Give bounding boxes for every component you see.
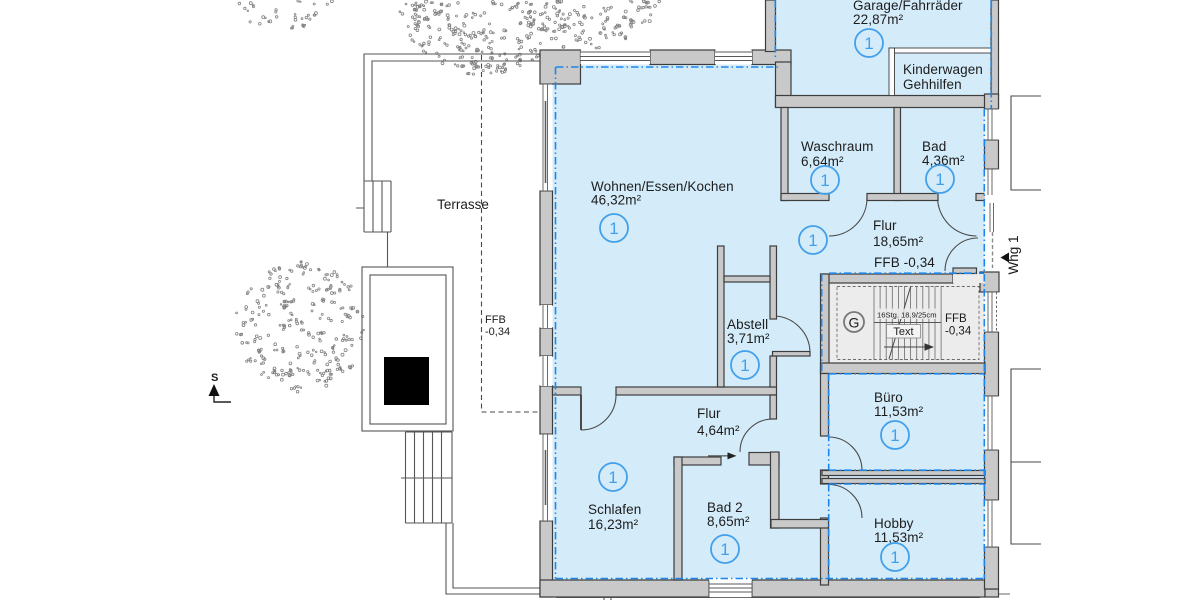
svg-text:Schlafen: Schlafen (588, 502, 641, 517)
svg-text:11,53m²: 11,53m² (874, 530, 924, 545)
svg-text:6,64m²: 6,64m² (801, 154, 844, 169)
svg-text:S: S (211, 372, 218, 384)
svg-text:16Stg. 18,9/25cm: 16Stg. 18,9/25cm (877, 311, 937, 320)
svg-text:G: G (849, 315, 860, 331)
svg-text:18,65m²: 18,65m² (873, 234, 924, 249)
svg-text:1: 1 (890, 426, 899, 445)
svg-text:8,65m²: 8,65m² (707, 514, 750, 529)
svg-text:11,53m²: 11,53m² (874, 404, 924, 419)
svg-text:FFB: FFB (485, 314, 506, 326)
svg-text:Text: Text (893, 326, 913, 338)
svg-text:Terrasse: Terrasse (437, 197, 489, 212)
svg-text:22,87m²: 22,87m² (853, 12, 904, 27)
svg-text:FFB -0,34: FFB -0,34 (874, 255, 935, 270)
svg-text:Bad: Bad (922, 139, 946, 154)
svg-text:1: 1 (609, 219, 618, 238)
svg-text:Bad 2: Bad 2 (707, 500, 743, 515)
svg-text:Kinderwagen: Kinderwagen (903, 62, 983, 77)
svg-text:46,32m²: 46,32m² (591, 193, 642, 208)
svg-text:-0,34: -0,34 (945, 326, 972, 338)
svg-text:Garage/Fahrräder: Garage/Fahrräder (853, 0, 963, 13)
svg-text:1: 1 (720, 540, 729, 559)
svg-text:4,36m²: 4,36m² (922, 153, 965, 168)
svg-text:Flur: Flur (873, 218, 897, 233)
svg-text:Wohnen/Essen/Kochen: Wohnen/Essen/Kochen (591, 179, 734, 194)
svg-text:Abstell: Abstell (727, 317, 768, 332)
svg-text:Flur: Flur (697, 406, 721, 421)
svg-text:1: 1 (608, 468, 617, 487)
svg-text:1: 1 (820, 171, 829, 190)
svg-text:1: 1 (890, 548, 899, 567)
svg-text:Gehhilfen: Gehhilfen (903, 77, 962, 92)
svg-text:Hobby: Hobby (874, 516, 914, 531)
svg-text:-0,34: -0,34 (485, 326, 510, 338)
svg-text:16,23m²: 16,23m² (588, 517, 639, 532)
svg-text:Waschraum: Waschraum (801, 139, 873, 154)
svg-text:4,64m²: 4,64m² (697, 423, 740, 438)
svg-text:1: 1 (935, 170, 944, 189)
svg-text:3,71m²: 3,71m² (727, 331, 770, 346)
svg-text:1: 1 (864, 34, 873, 53)
svg-text:1: 1 (740, 356, 749, 375)
svg-text:FFB: FFB (945, 313, 967, 325)
svg-text:Büro: Büro (874, 390, 903, 405)
svg-text:Whg 1: Whg 1 (1006, 235, 1021, 274)
svg-text:1: 1 (808, 231, 817, 250)
